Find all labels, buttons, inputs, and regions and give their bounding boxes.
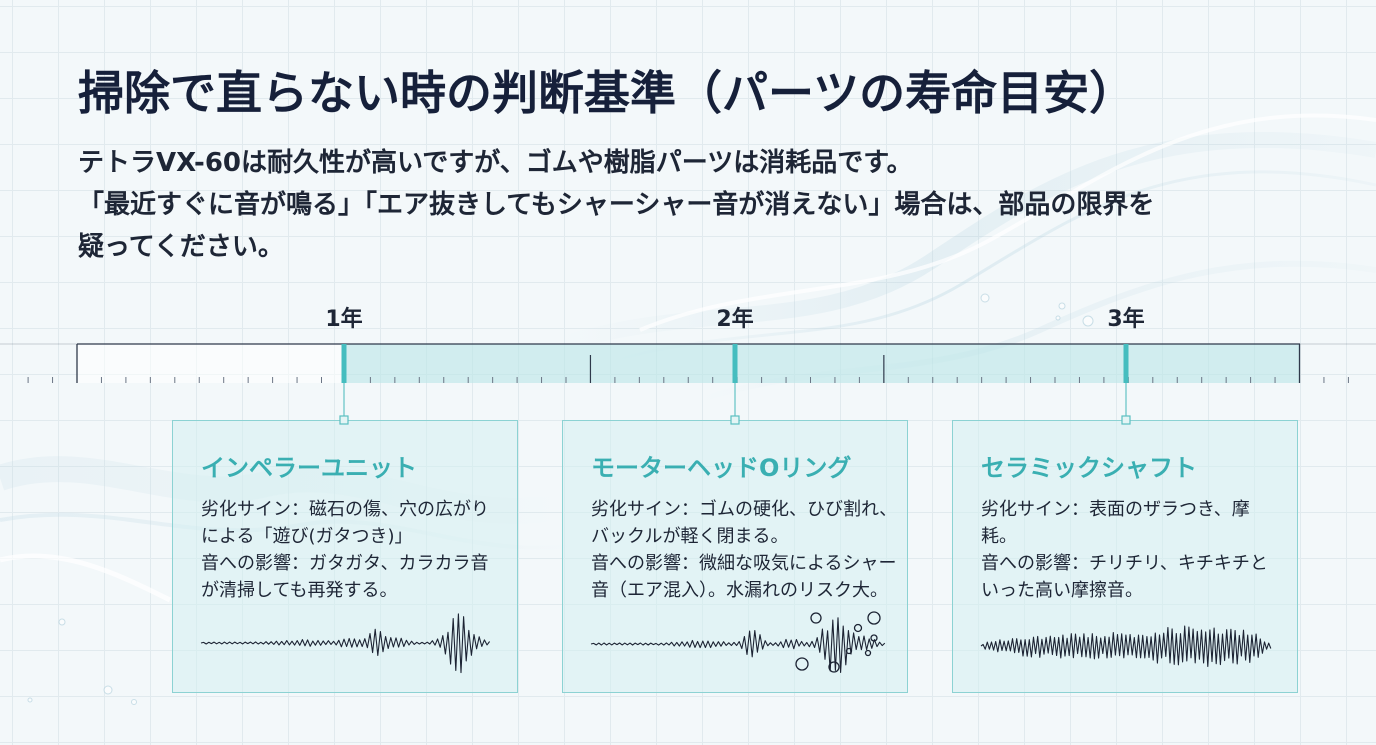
bubble-icon: [828, 661, 840, 673]
card-text-line: いった高い摩擦音。: [981, 580, 1143, 601]
waveform-line: [980, 625, 1272, 668]
connector-node: [730, 415, 740, 425]
part-description: 劣化サイン：磁石の傷、穴の広がり による「遊び(ガタつき)」 音への影響：ガタガ…: [201, 496, 489, 604]
part-card-impeller-unit: インペラーユニット 劣化サイン：磁石の傷、穴の広がり による「遊び(ガタつき)」…: [172, 420, 518, 693]
year-marker: [341, 344, 347, 383]
part-name: セラミックシャフト: [981, 454, 1197, 482]
rattle-burst-waveform-icon: [200, 613, 491, 674]
part-name: モーターヘッドOリング: [591, 454, 852, 482]
intro-paragraph: テトラVX-60は耐久性が高いですが、ゴムや樹脂パーツは消耗品です。 「最近すぐ…: [78, 142, 1154, 268]
intro-line: テトラVX-60は耐久性が高いですが、ゴムや樹脂パーツは消耗品です。: [78, 148, 913, 178]
year-marker: [1123, 344, 1129, 383]
part-card-ceramic-shaft: セラミックシャフト 劣化サイン：表面のザラつき、摩 耗。 音への影響：チリチリ、…: [952, 420, 1298, 693]
timeline-band: [344, 344, 1300, 383]
bubble-icon: [867, 611, 881, 625]
connector-node: [339, 415, 349, 425]
water-stroke: [0, 553, 172, 603]
card-text-line: 劣化サイン：表面のザラつき、摩: [981, 499, 1250, 520]
card-text-line: 劣化サイン：磁石の傷、穴の広がり: [201, 499, 489, 520]
bubble-icon: [853, 623, 863, 633]
bubble-icon: [870, 634, 878, 642]
bubble-icon: [864, 649, 872, 657]
card-text-line: 音への影響：チリチリ、キチキチと: [981, 553, 1268, 574]
card-text-line: 音（エア混入）。水漏れのリスク大。: [591, 580, 888, 601]
waveform-line: [200, 613, 491, 674]
card-text-line: 音への影響：ガタガタ、カラカラ音: [201, 553, 489, 574]
intro-line: 「最近すぐに音が鳴る」「エア抜きしてもシャーシャー音が消えない」場合は、部品の限…: [78, 190, 1155, 220]
card-text-line: が清掃しても再発する。: [201, 580, 398, 601]
bubble-icon: [845, 647, 853, 655]
timeline-ruler: [0, 343, 1376, 425]
card-text-line: による「遊び(ガタつき)」: [201, 526, 413, 547]
part-name: インペラーユニット: [201, 454, 417, 482]
waveform-line: [590, 617, 886, 674]
air-bubble-waveform-icon: [590, 611, 886, 674]
bubble-icon: [810, 612, 822, 624]
connector-node: [1121, 415, 1131, 425]
timeline-band-start: [77, 344, 344, 383]
timeline-label-year-1: 1年: [325, 307, 363, 332]
card-text-line: 音への影響：微細な吸気によるシャー: [591, 553, 897, 574]
friction-noise-waveform-icon: [980, 625, 1272, 668]
card-text-line: 耗。: [981, 526, 1017, 547]
card-text-line: バックルが軽く閉まる。: [591, 526, 789, 547]
intro-line: 疑ってください。: [78, 232, 284, 262]
page-title: 掃除で直らない時の判断基準（パーツの寿命目安）: [78, 66, 1136, 120]
bubble-icon: [795, 657, 809, 671]
card-text-line: 劣化サイン：ゴムの硬化、ひび割れ、: [591, 499, 898, 520]
part-description: 劣化サイン：ゴムの硬化、ひび割れ、 バックルが軽く閉まる。 音への影響：微細な吸…: [591, 496, 897, 604]
part-card-motor-head-o-ring: モーターヘッドOリング 劣化サイン：ゴムの硬化、ひび割れ、 バックルが軽く閉まる…: [562, 420, 908, 693]
year-marker: [732, 344, 738, 383]
part-description: 劣化サイン：表面のザラつき、摩 耗。 音への影響：チリチリ、キチキチと いった高…: [981, 496, 1268, 604]
